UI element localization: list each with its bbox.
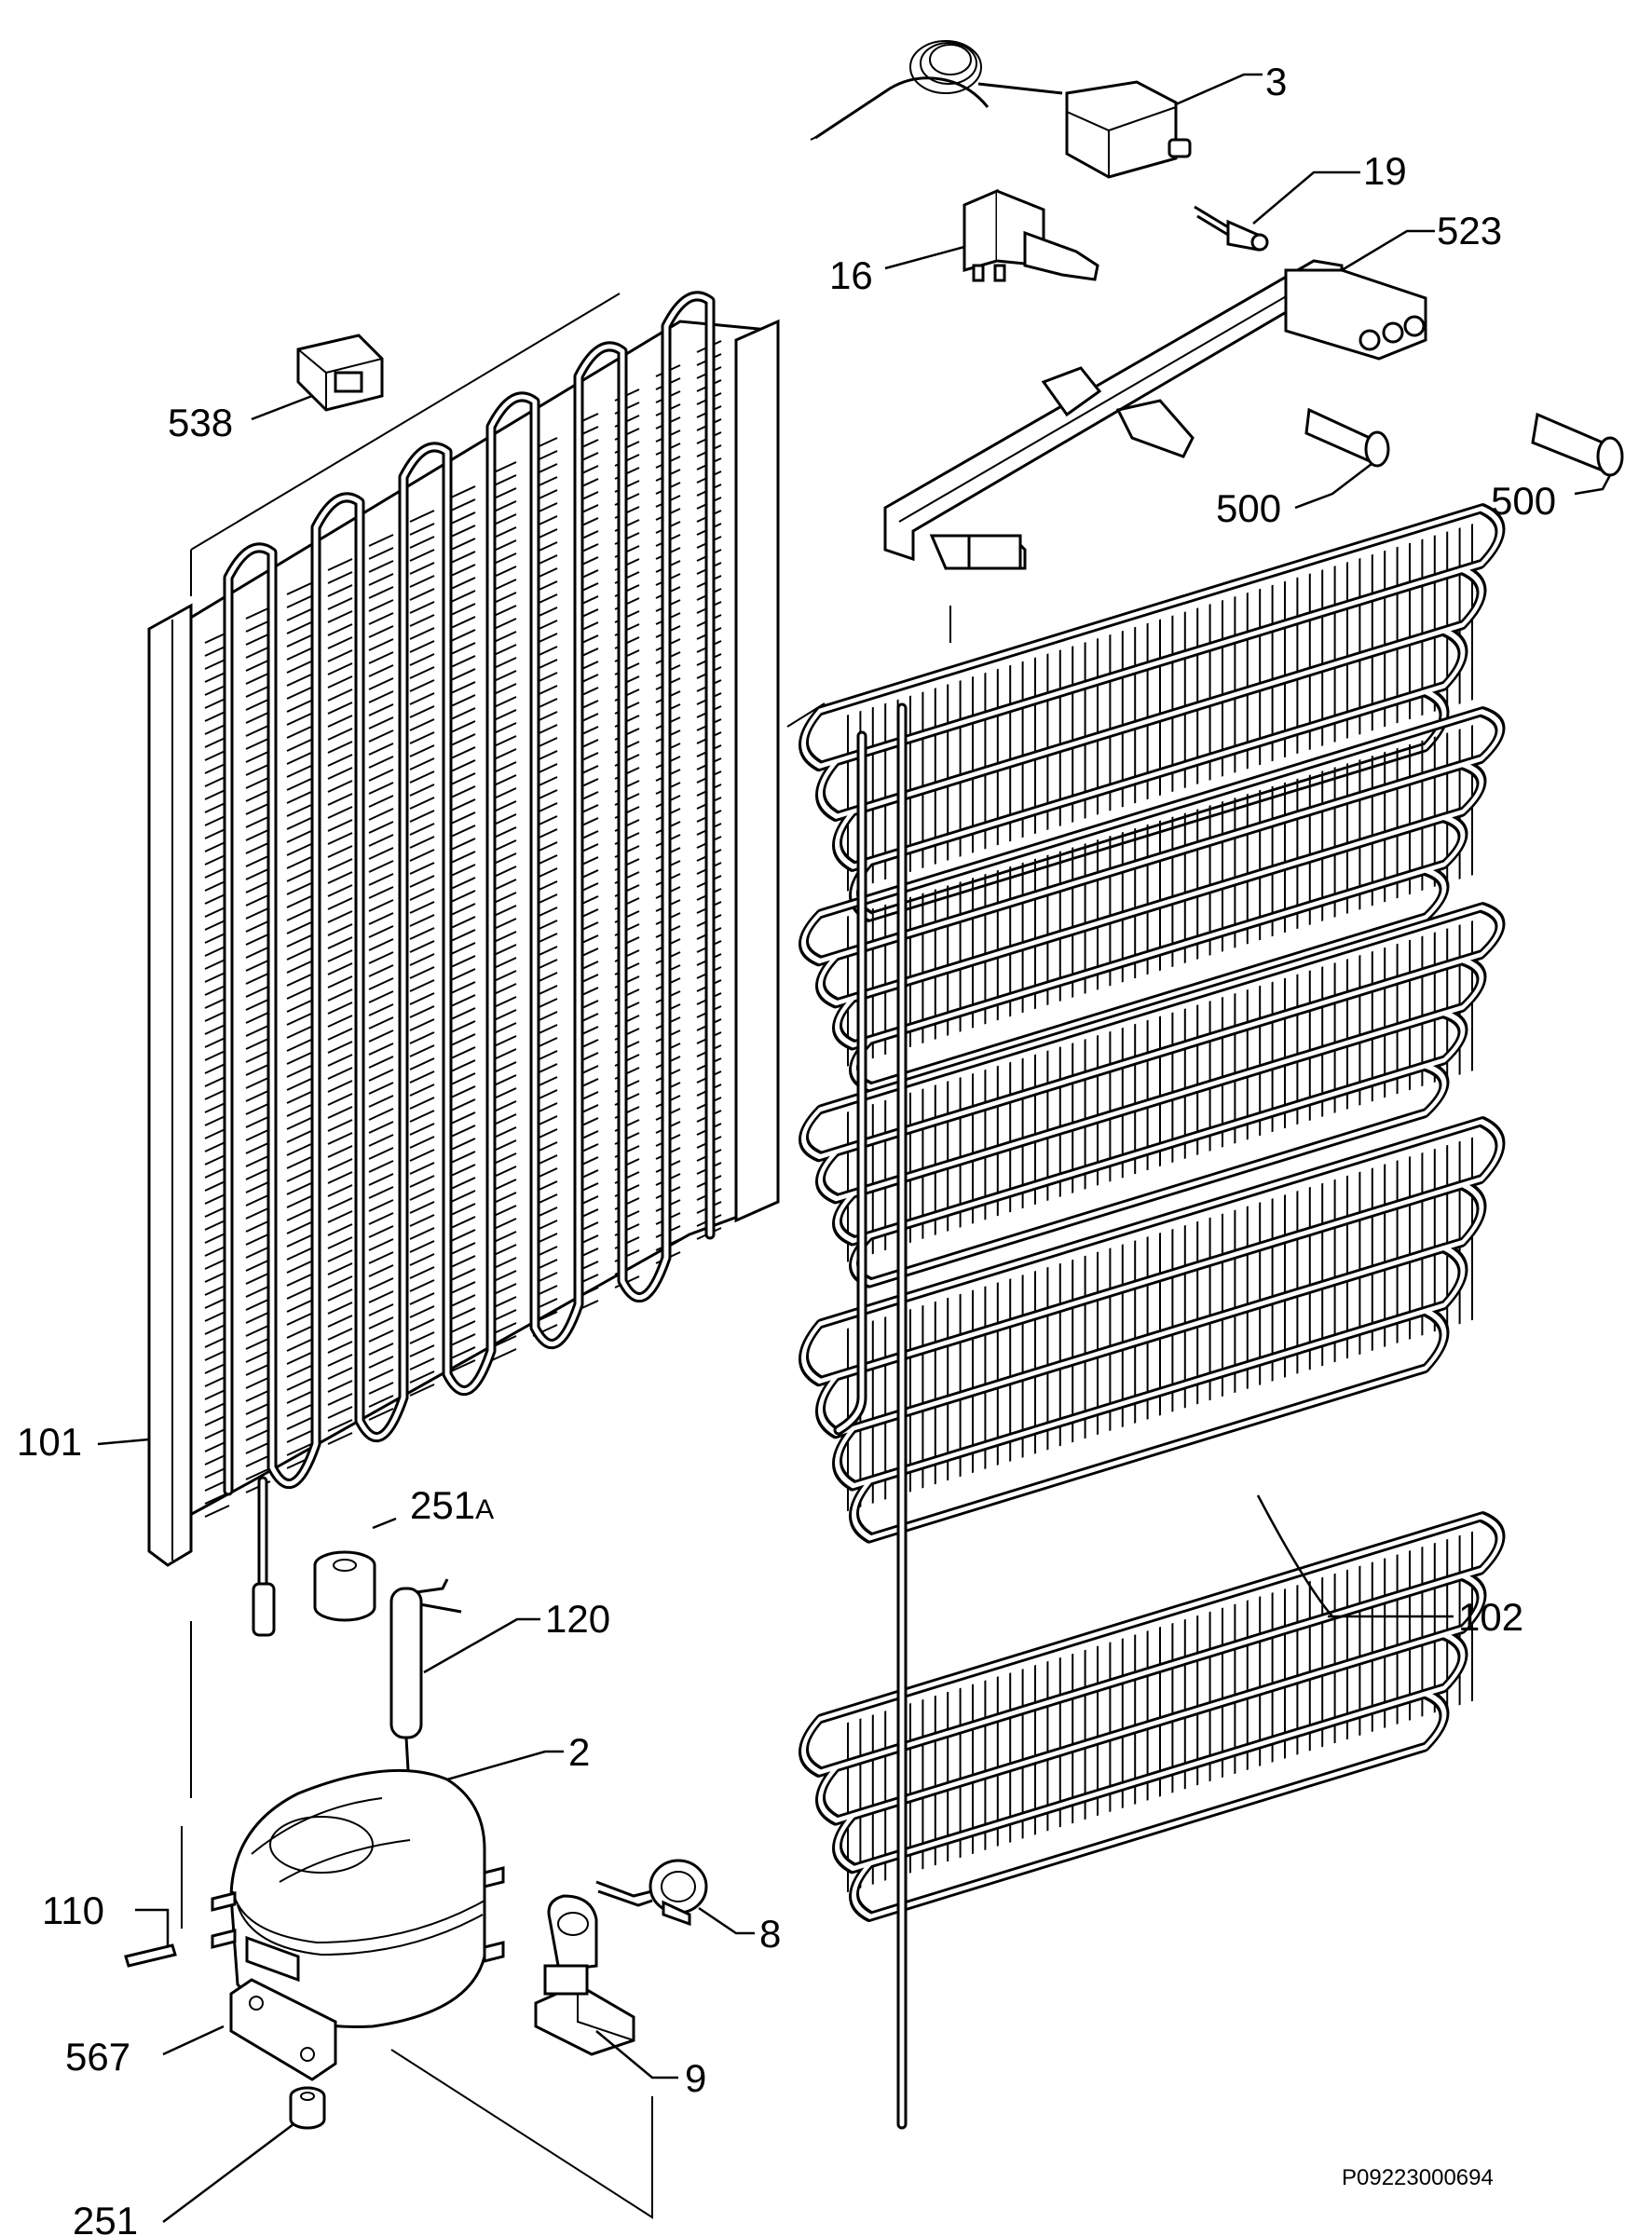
lamp — [1194, 205, 1269, 252]
rubber-foot — [289, 2086, 326, 2130]
control-bracket — [883, 259, 1427, 570]
callout-9: 9 — [685, 2056, 706, 2100]
drawing-code: P09223000694 — [1342, 2165, 1494, 2190]
service-pin — [124, 1943, 177, 1968]
thermostat — [810, 40, 1192, 179]
callout-labels: 3 19 523 16 538 500 500 101 251A 120 102… — [17, 60, 1556, 2236]
evaporator-riser-tubes — [833, 702, 908, 2130]
callout-538: 538 — [168, 401, 233, 444]
callout-251: 251 — [73, 2199, 138, 2236]
callout-16: 16 — [829, 253, 873, 297]
callout-251a: 251A — [410, 1483, 494, 1527]
callout-19: 19 — [1363, 149, 1407, 193]
callout-120: 120 — [545, 1597, 610, 1641]
callout-101: 101 — [17, 1420, 82, 1464]
callout-110: 110 — [42, 1888, 104, 1932]
fixing-plug-2 — [1531, 412, 1624, 477]
condenser-tubes — [223, 291, 716, 1496]
overload-protector — [595, 1859, 708, 1927]
leader-lines — [97, 73, 1612, 2223]
callout-500-b: 500 — [1491, 479, 1556, 523]
compressor — [211, 1768, 505, 2081]
callout-251a-number: 251 — [410, 1483, 475, 1527]
fixing-plug-1 — [1304, 407, 1390, 468]
switch — [963, 188, 1099, 282]
callout-8: 8 — [759, 1912, 781, 1956]
clip — [296, 334, 384, 412]
callout-102: 102 — [1458, 1595, 1523, 1639]
callout-500-a: 500 — [1216, 486, 1281, 530]
callout-567: 567 — [65, 2035, 130, 2079]
callout-251a-suffix: A — [475, 1494, 494, 1525]
callout-2: 2 — [568, 1730, 590, 1774]
callout-523: 523 — [1437, 209, 1502, 252]
cabinet-outline — [181, 293, 951, 2219]
starter-relay — [534, 1894, 635, 2056]
condenser — [147, 291, 780, 1637]
callout-3: 3 — [1265, 60, 1287, 103]
evaporator-shelves — [799, 503, 1506, 1922]
grommet — [313, 1550, 376, 1622]
